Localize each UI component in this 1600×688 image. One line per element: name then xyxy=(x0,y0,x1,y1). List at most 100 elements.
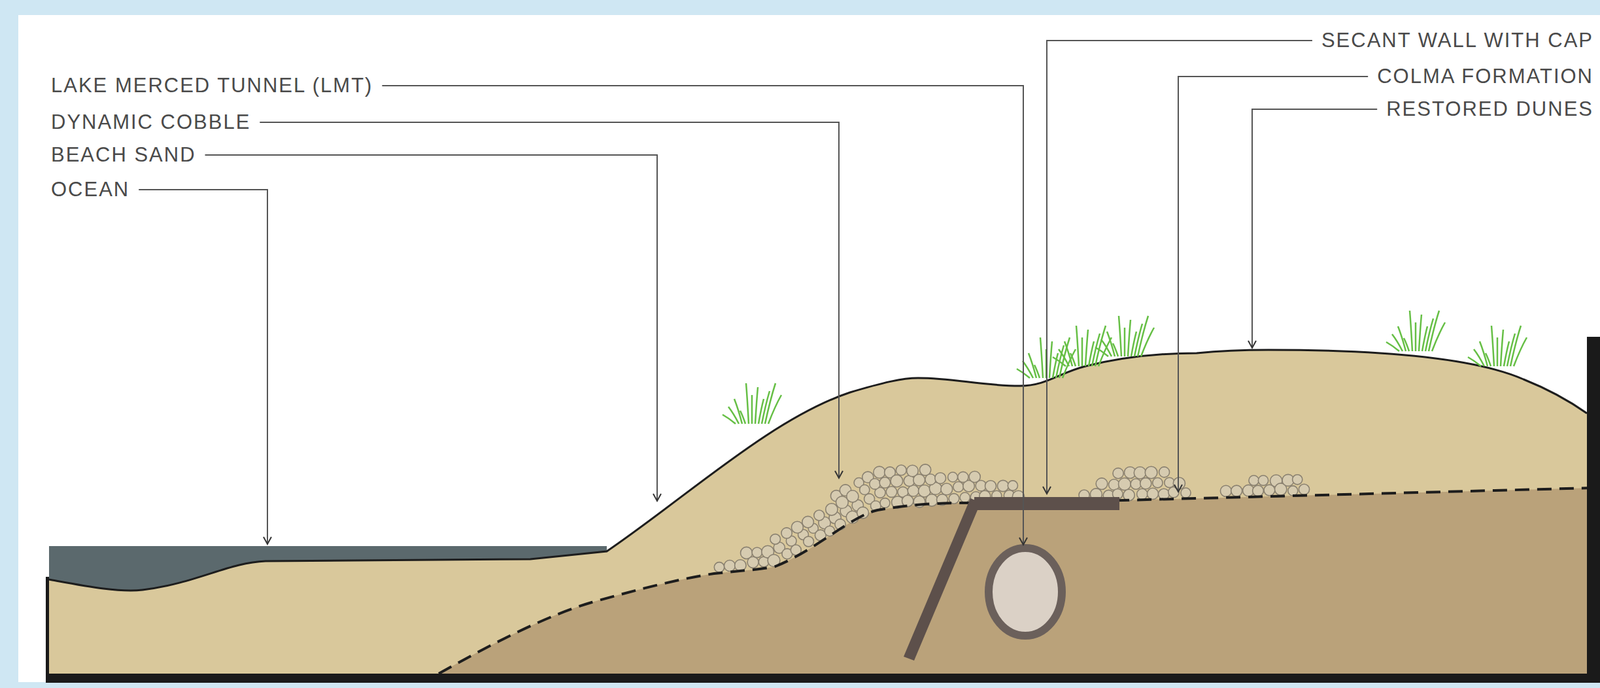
part-label: COLMA FORMATION xyxy=(1377,65,1594,88)
cobble xyxy=(940,483,953,495)
cobble xyxy=(751,547,763,558)
secant-wall xyxy=(903,498,981,661)
cobble xyxy=(1140,477,1152,490)
grass-blade xyxy=(755,387,758,424)
cobble xyxy=(791,521,803,533)
cobble xyxy=(925,474,937,486)
grass-blade xyxy=(746,383,749,424)
right-edge-bar xyxy=(1586,336,1600,677)
cobble xyxy=(1220,485,1232,497)
cobble xyxy=(1248,475,1259,486)
grass-blade xyxy=(1500,329,1504,367)
ocean-water xyxy=(49,545,607,591)
grass-blade xyxy=(1049,341,1053,378)
cobble xyxy=(1152,477,1163,488)
formation-boundary xyxy=(438,487,1593,674)
cobble xyxy=(802,515,815,528)
grass-blade xyxy=(1485,353,1491,367)
grass-blade xyxy=(1403,338,1410,352)
cobble xyxy=(948,472,958,482)
cobble xyxy=(1173,477,1185,490)
cobble xyxy=(1137,488,1148,499)
leader-arrowhead xyxy=(1248,340,1257,348)
cobble xyxy=(1144,466,1158,479)
grass-blade xyxy=(751,394,754,424)
cobble xyxy=(1159,466,1170,478)
cobble xyxy=(1112,468,1124,479)
cobble xyxy=(885,486,898,498)
leader-line xyxy=(205,154,658,501)
leader-arrowhead xyxy=(263,536,272,545)
leader-arrowhead xyxy=(1019,537,1028,545)
grass-blade xyxy=(1123,327,1126,357)
grass-blade xyxy=(1491,325,1495,367)
lake-merced-tunnel xyxy=(988,547,1062,636)
grass-blade xyxy=(1081,337,1084,367)
cobble xyxy=(1007,480,1018,491)
leader-arrowhead xyxy=(653,493,662,501)
cobble xyxy=(846,490,859,503)
colma-formation-body xyxy=(438,487,1593,674)
cobble xyxy=(1146,487,1158,499)
leader-arrowhead xyxy=(1174,484,1183,492)
cobble xyxy=(935,472,947,484)
cobble xyxy=(1298,483,1310,495)
cobble xyxy=(1288,485,1298,496)
part-label: OCEAN xyxy=(51,178,130,201)
grass-blade xyxy=(1127,319,1131,357)
cobble xyxy=(880,498,890,509)
grass-blade xyxy=(740,410,746,424)
cobble xyxy=(1118,477,1132,491)
grass-blade xyxy=(1414,322,1417,352)
cobble xyxy=(1180,487,1191,498)
cobble xyxy=(890,474,903,488)
cobble xyxy=(969,471,981,483)
cobble xyxy=(859,484,870,495)
leader-line xyxy=(1046,40,1313,494)
cobble xyxy=(1252,485,1264,497)
cobble xyxy=(825,503,838,516)
cobble xyxy=(997,479,1009,492)
part-label: BEACH SAND xyxy=(51,143,197,167)
part-label: SECANT WALL WITH CAP xyxy=(1321,29,1594,52)
grass-blade xyxy=(1140,327,1155,357)
cobble xyxy=(913,474,926,486)
cobble xyxy=(747,556,759,568)
grass-blade xyxy=(1513,337,1527,367)
grass-blade xyxy=(1431,322,1446,352)
cobble xyxy=(770,534,781,545)
cobble xyxy=(959,492,970,503)
cobble xyxy=(1130,478,1141,490)
leader-line xyxy=(1178,76,1368,492)
ground-surface xyxy=(49,349,1587,591)
leader-arrowhead xyxy=(1042,486,1051,494)
grass-blade xyxy=(1098,337,1112,367)
cobble xyxy=(873,466,886,478)
ground-base-bar xyxy=(45,673,1600,683)
cobble xyxy=(814,510,825,521)
grass-blade xyxy=(1418,314,1422,352)
cobble xyxy=(714,562,724,573)
grass-blade xyxy=(1496,337,1499,367)
cobble xyxy=(895,464,907,476)
cobble xyxy=(957,471,969,482)
cobble xyxy=(1292,474,1303,485)
cobble xyxy=(781,527,792,539)
cobble xyxy=(1133,466,1146,479)
grass-blade xyxy=(1070,353,1076,367)
part-label: LAKE MERCED TUNNEL (LMT) xyxy=(51,74,373,97)
cobble xyxy=(869,478,881,490)
cobble xyxy=(1231,485,1243,497)
cobble xyxy=(1258,475,1268,486)
grass-blade xyxy=(1085,329,1089,367)
grass-blade xyxy=(1409,310,1413,352)
cobble xyxy=(803,536,815,547)
leader-arrowhead xyxy=(834,470,843,478)
secant-cap xyxy=(974,496,1120,511)
grass-blade xyxy=(1034,364,1040,378)
cobble xyxy=(953,481,964,493)
left-edge-bar xyxy=(45,576,50,675)
leader-line xyxy=(1252,109,1378,348)
